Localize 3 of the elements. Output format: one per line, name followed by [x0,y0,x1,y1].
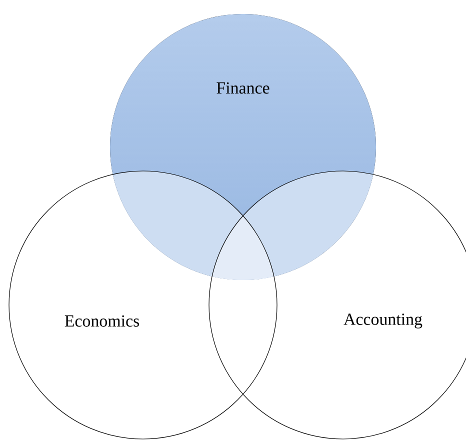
circle-label: Economics [64,315,140,327]
circle-label: Accounting [344,314,422,328]
circle-label: Finance [216,82,270,94]
